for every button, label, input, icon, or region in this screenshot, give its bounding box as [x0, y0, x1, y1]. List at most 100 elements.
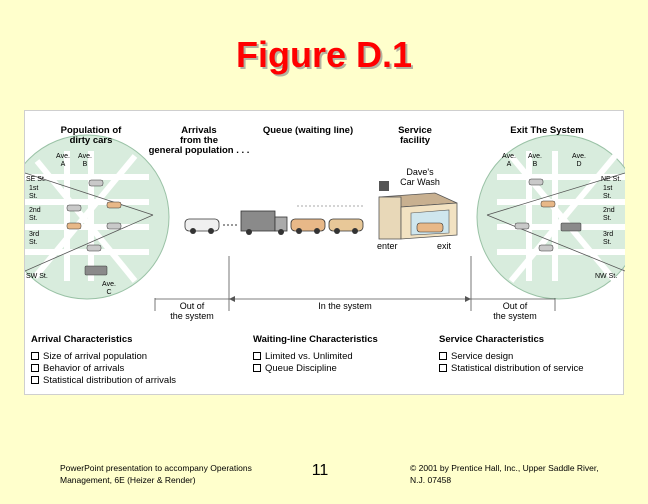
- queuing-system-figure: Population of dirty cars Arrivals from t…: [24, 110, 625, 395]
- out-left-line2: the system: [170, 311, 214, 321]
- left-ave-c-1: Ave.: [102, 281, 116, 288]
- right-ave-b-2: B: [532, 161, 538, 168]
- service-label-line1: Service: [398, 125, 432, 136]
- list-item: Limited vs. Unlimited: [253, 351, 353, 363]
- out-right-line1: Out of: [502, 301, 528, 311]
- arrivals-label-line3: general population . . .: [148, 145, 250, 156]
- right-ave-a-1: Ave.: [502, 153, 516, 160]
- waiting-item-2: Queue Discipline: [265, 363, 337, 374]
- left-ave-a-1: Ave.: [56, 153, 70, 160]
- waiting-item-1: Limited vs. Unlimited: [265, 351, 353, 362]
- out-right-line2: the system: [493, 311, 537, 321]
- out-of-system-right: Out of the system: [475, 301, 555, 321]
- left-2nd-2: St.: [29, 215, 38, 222]
- out-of-system-left: Out of the system: [155, 301, 229, 321]
- right-ave-b: Ave. B: [525, 153, 545, 169]
- arrivals-label-line1: Arrivals: [181, 125, 217, 136]
- left-2nd-st: 2nd St.: [29, 207, 41, 223]
- service-item-2: Statistical distribution of service: [451, 363, 584, 374]
- population-cars: [66, 179, 122, 276]
- left-ave-b-2: B: [82, 161, 88, 168]
- right-ave-a-2: A: [506, 161, 512, 168]
- service-item-1: Service design: [451, 351, 514, 362]
- service-characteristics-title: Service Characteristics: [439, 334, 545, 345]
- left-3rd-2: St.: [29, 239, 38, 246]
- service-label-line2: facility: [399, 135, 431, 146]
- right-3rd-1: 3rd: [603, 231, 614, 238]
- left-ave-b-1: Ave.: [78, 153, 92, 160]
- arrivals-label-line2: from the: [180, 135, 218, 146]
- in-the-system: In the system: [318, 301, 372, 311]
- right-ave-a: Ave. A: [499, 153, 519, 169]
- footer-right-line1: © 2001 by Prentice Hall, Inc., Upper Sad…: [410, 463, 599, 473]
- footer-left-line1: PowerPoint presentation to accompany Ope…: [60, 463, 252, 473]
- footer-right-line2: N.J. 07458: [410, 475, 452, 485]
- arrival-item-1: Size of arrival population: [43, 351, 148, 362]
- list-item: Statistical distribution of service: [439, 363, 584, 375]
- list-item: Behavior of arrivals: [31, 363, 176, 375]
- car-wash-sign: Dave's Car Wash: [389, 167, 451, 187]
- right-3rd-2: St.: [603, 239, 612, 246]
- checkbox-icon: [31, 364, 39, 372]
- slide-title: Figure D.1: [235, 34, 413, 75]
- enter-label: enter: [377, 241, 398, 251]
- car-wash-building: [378, 181, 458, 240]
- arrival-item-3: Statistical distribution of arrivals: [43, 375, 177, 386]
- page-number: 11: [311, 462, 329, 479]
- left-1st-2: St.: [29, 193, 38, 200]
- arrival-item-2: Behavior of arrivals: [43, 363, 125, 374]
- left-2nd-1: 2nd: [29, 207, 41, 214]
- right-ave-d: Ave. D: [569, 153, 589, 169]
- exit-small-label: exit: [437, 241, 452, 251]
- waiting-line-characteristics-title: Waiting-line Characteristics: [253, 334, 378, 345]
- system-timeline: [154, 256, 556, 311]
- right-2nd-1: 2nd: [603, 207, 615, 214]
- right-1st-1: 1st: [603, 185, 613, 192]
- checkbox-icon: [31, 376, 39, 384]
- right-2nd-st: 2nd St.: [603, 207, 615, 223]
- queue-vehicles: [184, 205, 365, 235]
- population-label-line2: dirty cars: [69, 135, 113, 146]
- service-characteristics-list: Service design Statistical distribution …: [439, 351, 584, 375]
- left-1st-1: 1st: [29, 185, 39, 192]
- arrival-characteristics-title: Arrival Characteristics: [31, 334, 133, 345]
- car-wash-sign-line2: Car Wash: [400, 177, 440, 187]
- footer-copyright: © 2001 by Prentice Hall, Inc., Upper Sad…: [410, 462, 640, 486]
- checkbox-icon: [439, 352, 447, 360]
- out-left-line1: Out of: [179, 301, 205, 311]
- car-wash-sign-line1: Dave's: [406, 167, 434, 177]
- left-ave-b: Ave. B: [75, 153, 95, 169]
- right-ne-st: NE St.: [601, 176, 622, 183]
- arrival-characteristics-list: Size of arrival population Behavior of a…: [31, 351, 176, 387]
- right-3rd-st: 3rd St.: [603, 231, 613, 247]
- left-3rd-1: 3rd: [29, 231, 40, 238]
- footer-citation: PowerPoint presentation to accompany Ope…: [60, 462, 290, 486]
- right-nw-st: NW St.: [595, 273, 618, 280]
- waiting-line-characteristics-list: Limited vs. Unlimited Queue Discipline: [253, 351, 353, 375]
- right-ave-d-1: Ave.: [572, 153, 586, 160]
- arrivals-label: Arrivals from the general population . .…: [137, 126, 261, 156]
- population-label: Population of dirty cars: [49, 126, 133, 146]
- left-ave-c: Ave. C: [99, 281, 119, 297]
- checkbox-icon: [439, 364, 447, 372]
- checkbox-icon: [31, 352, 39, 360]
- left-ave-c-2: C: [106, 289, 112, 296]
- list-item: Statistical distribution of arrivals: [31, 375, 176, 387]
- exit-system-label: Exit The System: [510, 125, 584, 136]
- right-1st-st: 1st St.: [603, 185, 612, 201]
- service-facility-label: Service facility: [387, 126, 443, 146]
- left-1st-st: 1st St.: [29, 185, 38, 201]
- left-ave-a: Ave. A: [53, 153, 73, 169]
- diagram-graphics: [25, 134, 625, 311]
- checkbox-icon: [253, 364, 261, 372]
- queue-label: Queue (waiting line): [262, 125, 354, 136]
- right-ave-d-2: D: [576, 161, 582, 168]
- right-2nd-2: St.: [603, 215, 612, 222]
- left-sw-st: SW St.: [26, 273, 48, 280]
- left-se-st: SE St.: [26, 176, 46, 183]
- population-label-line1: Population of: [60, 125, 122, 136]
- list-item: Queue Discipline: [253, 363, 353, 375]
- right-1st-2: St.: [603, 193, 612, 200]
- list-item: Size of arrival population: [31, 351, 176, 363]
- left-ave-a-2: A: [60, 161, 66, 168]
